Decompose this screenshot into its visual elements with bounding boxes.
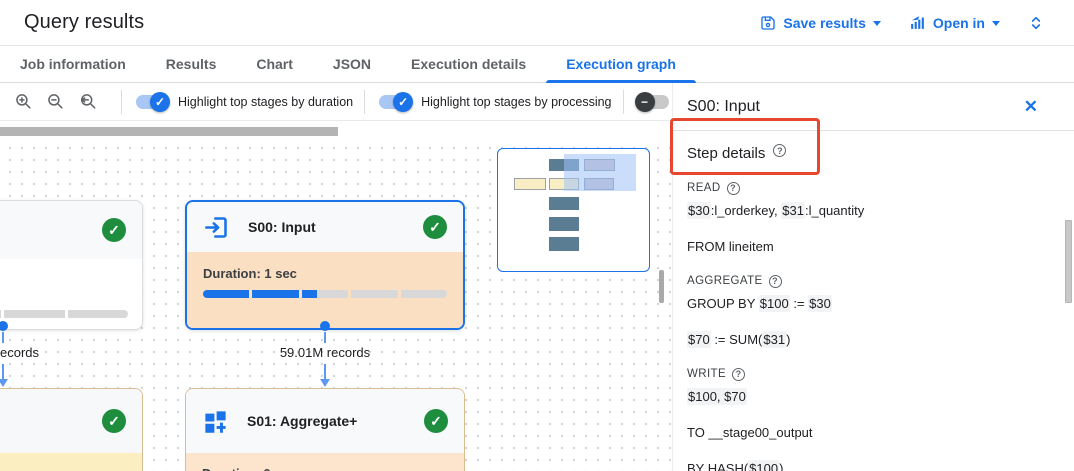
node-header: ✓ (0, 201, 142, 259)
step-section-label: READ? (687, 180, 1054, 197)
edge-line (324, 364, 326, 380)
edge-arrowhead-icon (0, 379, 8, 387)
toolbar-divider (622, 89, 624, 114)
duration-label: Duration: 1 sec (203, 266, 297, 281)
input-stage-icon (203, 214, 230, 241)
success-check-icon: ✓ (423, 215, 447, 239)
vertical-scrollbar[interactable] (659, 270, 664, 303)
tab-execution-graph[interactable]: Execution graph (546, 46, 696, 83)
stage-node-left-partial[interactable]: ✓ (0, 200, 143, 330)
highlight-duration-label: Highlight top stages by duration (178, 94, 354, 109)
node-header: S01: Aggregate+ ✓ (186, 389, 464, 453)
save-results-button[interactable]: Save results (760, 15, 881, 31)
stage-progress-bar (203, 290, 447, 298)
edge-dot (0, 321, 8, 331)
tab-bar: Job information Results Chart JSON Execution… (0, 46, 1074, 83)
edge-records-label: ecords (0, 345, 40, 360)
edge-line (2, 332, 4, 343)
save-results-label: Save results (783, 14, 866, 31)
step-code-line: FROM lineitem (687, 239, 774, 254)
third-toggle[interactable]: − (634, 91, 672, 112)
help-icon[interactable]: ? (773, 144, 787, 157)
zoom-reset-icon[interactable] (78, 92, 97, 111)
stage-progress-bar (0, 310, 128, 318)
minimap-slate-rect (549, 237, 579, 251)
tab-job-information[interactable]: Job information (20, 56, 126, 72)
top-bar: Query results Save results (0, 0, 1074, 46)
success-check-icon: ✓ (102, 218, 126, 242)
node-duration-section: Duration: 0 sec (186, 453, 464, 471)
node-title: S01: Aggregate+ (247, 413, 358, 429)
minimap-viewport-rect (564, 154, 636, 191)
open-in-label: Open in (932, 14, 985, 31)
node-title: S00: Input (248, 219, 316, 235)
panel-header: S00: Input ✕ (673, 83, 1074, 131)
chart-icon (909, 14, 926, 31)
step-code-line: TO __stage00_output (687, 425, 813, 440)
horizontal-scrollbar[interactable] (0, 127, 338, 136)
panel-scrollbar[interactable] (1065, 220, 1072, 303)
step-section-label: AGGREGATE? (687, 273, 1054, 290)
step-code-line: GROUP BY $100 := $30 (687, 295, 832, 312)
zoom-in-icon[interactable] (14, 92, 33, 111)
step-section-label: WRITE? (687, 366, 1054, 383)
edge-line (324, 332, 326, 343)
top-actions: Save results Open in (760, 14, 1044, 32)
dropdown-caret-icon (992, 21, 1000, 26)
edge-dot (320, 321, 330, 331)
stage-node-s01[interactable]: S01: Aggregate+ ✓ Duration: 0 sec (185, 388, 465, 471)
edge-line (2, 364, 4, 380)
step-details-title: Step details ? (687, 144, 1054, 162)
node-header: S00: Input ✓ (187, 202, 463, 252)
save-icon (760, 15, 776, 31)
page-title: Query results (24, 11, 145, 33)
help-icon[interactable]: ? (732, 368, 746, 381)
open-in-button[interactable]: Open in (909, 14, 1000, 31)
node-header: ✓ (0, 389, 142, 453)
stage-node-s00[interactable]: S00: Input ✓ Duration: 1 sec (185, 200, 465, 330)
close-icon[interactable]: ✕ (1023, 97, 1038, 116)
tab-execution-details[interactable]: Execution details (411, 56, 527, 72)
aggregate-stage-icon (202, 408, 229, 435)
step-code-line: BY HASH($100) (687, 460, 1054, 471)
minimap[interactable] (497, 148, 650, 272)
dropdown-caret-icon (872, 21, 881, 26)
toolbar-divider (121, 89, 122, 114)
success-check-icon: ✓ (424, 409, 448, 433)
highlight-processing-label: Highlight top stages by processing (421, 94, 612, 109)
minimap-yellow-rect (514, 178, 546, 190)
panel-body: Step details ? READ? $30:l_orderkey, $31:… (673, 131, 1074, 471)
graph-toolbar: ✓ Highlight top stages by duration ✓ Hig… (0, 83, 672, 121)
tab-chart[interactable]: Chart (256, 56, 293, 72)
panel-title: S00: Input (687, 97, 760, 115)
step-details-panel: S00: Input ✕ Step details ? READ? $30:l_o… (672, 83, 1074, 471)
highlight-processing-toggle[interactable]: ✓ (376, 91, 414, 112)
step-code-line: $30:l_orderkey, $31:l_quantity (687, 202, 865, 219)
node-highlight-section (0, 453, 142, 471)
step-code-line: $70 := SUM($31) (687, 331, 791, 348)
duration-label: Duration: 0 sec (202, 466, 448, 471)
help-icon[interactable]: ? (726, 182, 740, 195)
help-icon[interactable]: ? (768, 275, 782, 288)
zoom-out-icon[interactable] (46, 92, 65, 111)
tab-json[interactable]: JSON (332, 56, 372, 72)
execution-graph-canvas[interactable]: ✓ S00: Input ✓ Duration: 1 sec (0, 121, 672, 471)
success-check-icon: ✓ (102, 409, 126, 433)
node-duration-section: Duration: 1 sec (187, 252, 463, 328)
collapse-expand-icon[interactable] (1028, 14, 1044, 32)
toolbar-divider (364, 89, 366, 114)
highlight-duration-toggle[interactable]: ✓ (133, 91, 170, 112)
edge-arrowhead-icon (320, 379, 330, 387)
stage-node-bottom-left-partial[interactable]: ✓ (0, 388, 143, 471)
tab-results[interactable]: Results (165, 56, 217, 72)
minimap-slate-rect (549, 217, 579, 231)
edge-records-label: 59.01M records (279, 345, 371, 360)
minimap-slate-rect (549, 197, 579, 210)
step-code-line: $100, $70 (687, 388, 747, 405)
